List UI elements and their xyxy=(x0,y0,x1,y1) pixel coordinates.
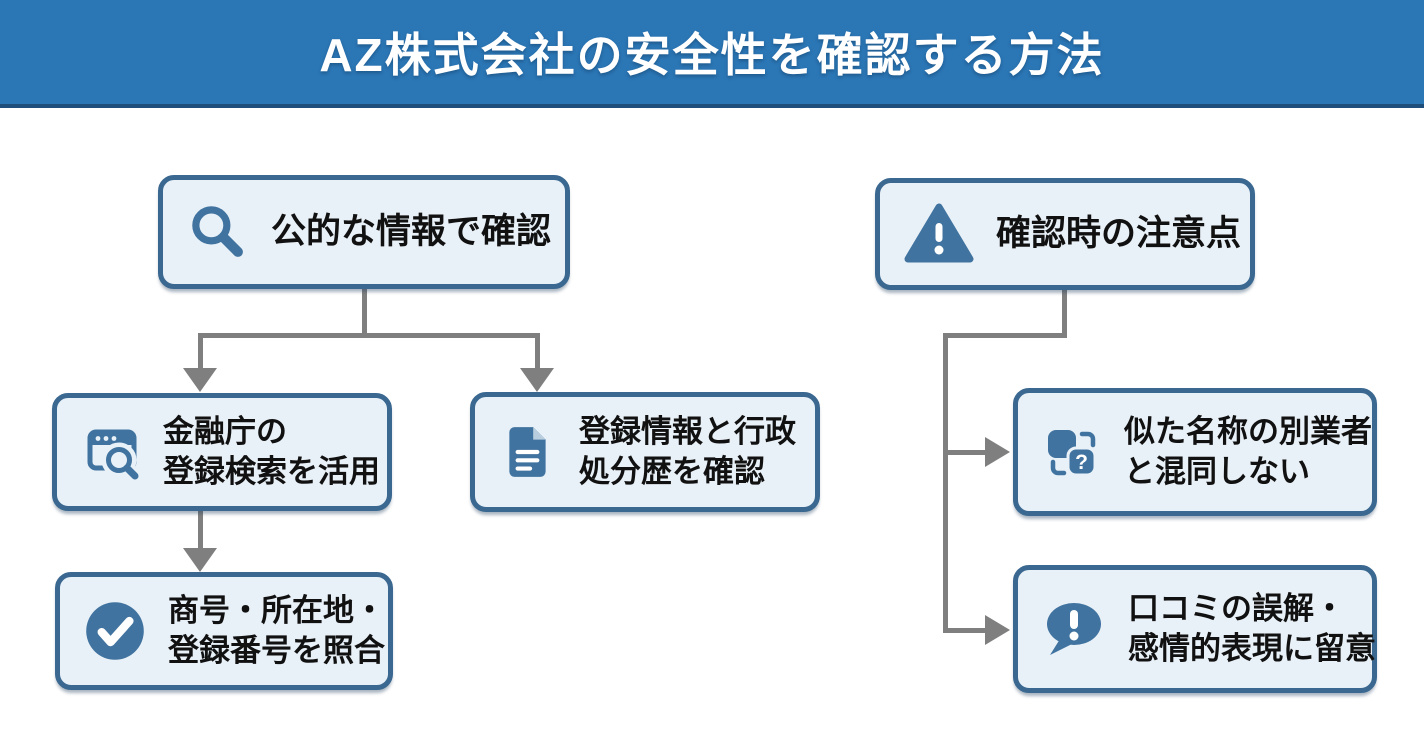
node-fsa-registration-search: 金融庁の 登録検索を活用 xyxy=(52,393,392,511)
document-icon xyxy=(499,423,557,481)
page-title: AZ株式会社の安全性を確認する方法 xyxy=(319,29,1105,81)
node-public-info-check: 公的な情報で確認 xyxy=(158,175,570,289)
connector-left-drop-2 xyxy=(535,333,540,369)
connector-left-stem xyxy=(362,289,367,338)
connector-right-rail xyxy=(943,333,948,633)
node-registration-history-check: 登録情報と行政 処分歴を確認 xyxy=(470,392,820,512)
connector-right-branch-2 xyxy=(943,628,987,633)
arrowhead-down-icon xyxy=(183,548,217,572)
connector-left-crossbar xyxy=(198,333,540,338)
node-avoid-similar-name-confusion: ? 似た名称の別業者 と混同しない xyxy=(1013,388,1377,516)
node-label: 商号・所在地・ 登録番号を照合 xyxy=(168,593,385,668)
node-label: 似た名称の別業者 と混同しない xyxy=(1124,414,1372,489)
node-label: 確認時の注意点 xyxy=(996,213,1242,253)
title-banner: AZ株式会社の安全性を確認する方法 xyxy=(0,0,1424,108)
connector-left-drop-3 xyxy=(198,511,203,549)
similar-name-question-icon: ? xyxy=(1042,422,1102,482)
node-caution-points: 確認時の注意点 xyxy=(875,178,1255,290)
node-label: 登録情報と行政 処分歴を確認 xyxy=(579,414,796,489)
warning-triangle-icon xyxy=(904,203,974,265)
node-label: 金融庁の 登録検索を活用 xyxy=(163,414,380,489)
connector-right-stem xyxy=(1062,290,1067,338)
node-verify-company-details: 商号・所在地・ 登録番号を照合 xyxy=(55,572,393,690)
search-icon xyxy=(187,201,249,263)
alert-speech-bubble-icon xyxy=(1042,599,1106,659)
connector-left-drop-1 xyxy=(198,333,203,369)
node-label: 公的な情報で確認 xyxy=(271,211,552,251)
node-label: 口コミの誤解・ 感情的表現に留意 xyxy=(1128,591,1376,666)
svg-text:?: ? xyxy=(1075,451,1088,474)
arrowhead-down-icon xyxy=(183,368,217,392)
connector-right-elbow xyxy=(943,333,1067,338)
browser-search-icon xyxy=(81,422,141,482)
node-review-caution: 口コミの誤解・ 感情的表現に留意 xyxy=(1013,565,1377,693)
connector-right-branch-1 xyxy=(943,450,987,455)
arrowhead-down-icon xyxy=(520,368,554,392)
arrowhead-right-icon xyxy=(985,615,1010,645)
arrowhead-right-icon xyxy=(985,437,1010,467)
check-circle-icon xyxy=(84,600,146,662)
